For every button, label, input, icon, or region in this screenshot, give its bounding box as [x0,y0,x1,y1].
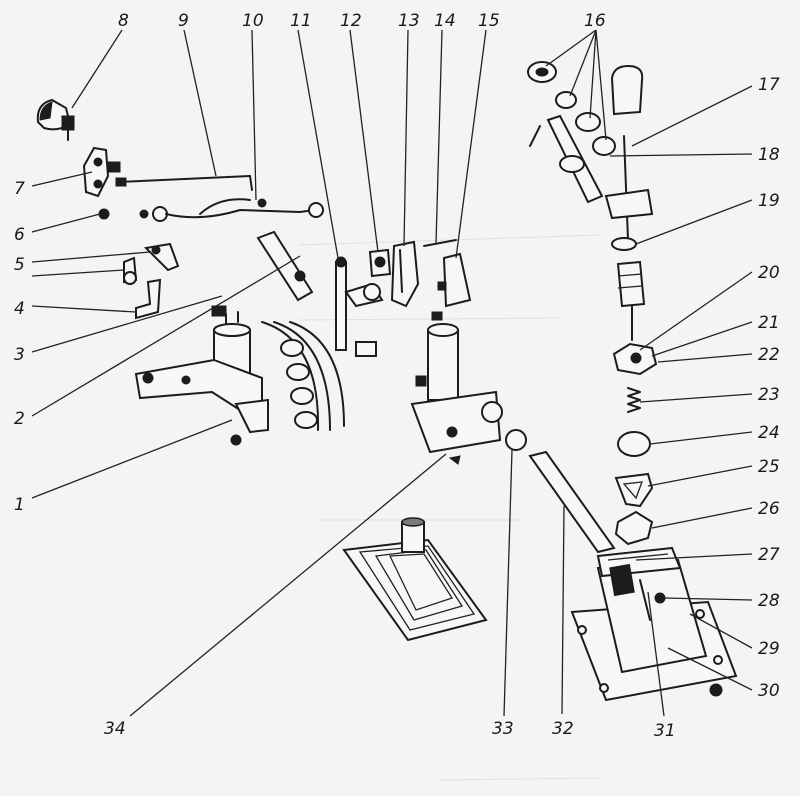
label-31: 31 [654,721,676,741]
label-10: 10 [242,11,264,31]
label-7: 7 [14,179,25,199]
label-11: 11 [290,11,312,31]
label-6: 6 [14,225,25,245]
label-13: 13 [398,11,420,31]
label-28: 28 [758,591,780,611]
part-15-block [437,252,472,308]
housing-section [261,321,345,431]
part-6-nut [98,208,110,220]
part-8-knob [36,98,75,141]
part-14-pin [423,239,457,247]
label-15: 15 [478,11,500,31]
label-18: 18 [758,145,780,165]
part-3-bracket [135,278,162,320]
label-24: 24 [758,423,780,443]
label-29: 29 [758,639,780,659]
part-26-seat [614,510,654,546]
label-23: 23 [758,385,780,405]
part-11-rod [335,256,347,351]
label-34: 34 [104,719,126,739]
background-bleed [299,234,601,781]
part-7-bracket [82,146,121,198]
part-1-lever-assembly [134,305,269,446]
label-2: 2 [14,409,25,429]
central-shift-housing [410,311,527,465]
shift-lever-stem [616,260,646,341]
label-14: 14 [434,11,456,31]
part-25-cup [614,472,654,508]
label-27: 27 [758,545,780,565]
label-8: 8 [118,11,129,31]
part-18-shaft [529,114,654,220]
label-32: 32 [552,719,574,739]
part-19-washer [611,237,637,251]
part-17-knob [610,64,644,241]
part-33-bush [505,429,527,451]
label-9: 9 [178,11,189,31]
label-30: 30 [758,681,780,701]
part-9-rod [115,175,253,191]
part-labels: 8 9 10 11 12 13 14 15 16 17 18 19 20 21 … [14,11,780,741]
leader-lines [31,29,753,717]
label-26: 26 [758,499,780,519]
label-19: 19 [758,191,780,211]
part-13-fork [390,240,420,308]
part-20-21-nut [612,342,658,376]
shift-boot [342,517,488,642]
part-24-ball [617,431,651,457]
part-10-link [139,198,324,222]
label-4: 4 [14,299,25,319]
part-5-lever [143,242,180,272]
label-17: 17 [758,75,780,95]
label-5: 5 [14,255,25,275]
small-washer [355,341,377,357]
label-21: 21 [758,313,780,333]
part-23-spring [627,387,641,413]
label-16: 16 [584,11,606,31]
part-32-shaft [528,450,616,554]
label-25: 25 [758,457,780,477]
label-12: 12 [340,11,362,31]
label-33: 33 [492,719,514,739]
label-22: 22 [758,345,780,365]
part-4-clip [123,256,138,285]
base-housing [570,546,738,702]
label-1: 1 [14,495,25,515]
part-2-plate [256,230,314,302]
part-16-rings [527,61,616,156]
label-3: 3 [14,345,25,365]
label-20: 20 [758,263,780,283]
part-12-fork [344,248,392,308]
